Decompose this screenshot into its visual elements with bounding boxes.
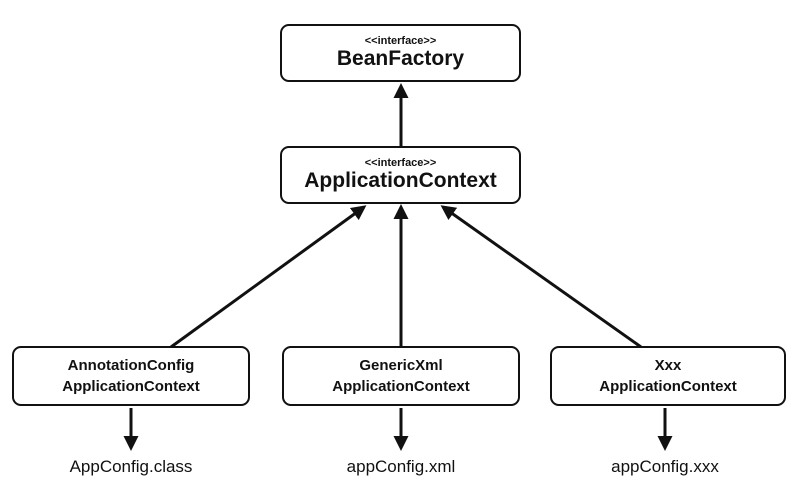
xxx-config-file: appConfig.xxx <box>611 457 719 476</box>
application-context-stereotype: <<interface>> <box>364 157 437 169</box>
bean-factory-box: <<interface>> BeanFactory <box>280 24 521 82</box>
xxx-box: Xxx ApplicationContext <box>550 346 786 406</box>
annotation-config-line1: AnnotationConfig <box>67 357 195 374</box>
generic-xml-line2: ApplicationContext <box>332 378 470 395</box>
arrow-xxx-to-appcontext <box>440 205 642 349</box>
annotation-config-box: AnnotationConfig ApplicationContext <box>12 346 250 406</box>
bean-factory-name: BeanFactory <box>336 47 465 70</box>
generic-xml-box: GenericXml ApplicationContext <box>282 346 520 406</box>
annotation-config-file: AppConfig.class <box>69 457 193 476</box>
application-context-box: <<interface>> ApplicationContext <box>280 146 521 204</box>
xxx-line1: Xxx <box>654 357 682 374</box>
arrow-annotation-to-appcontext <box>170 205 367 349</box>
generic-xml-line1: GenericXml <box>359 357 443 374</box>
generic-xml-config-file: appConfig.xml <box>346 457 456 476</box>
annotation-config-line2: ApplicationContext <box>62 378 200 395</box>
bean-factory-stereotype: <<interface>> <box>364 35 437 47</box>
xxx-line2: ApplicationContext <box>599 378 737 395</box>
application-context-name: ApplicationContext <box>304 169 497 192</box>
